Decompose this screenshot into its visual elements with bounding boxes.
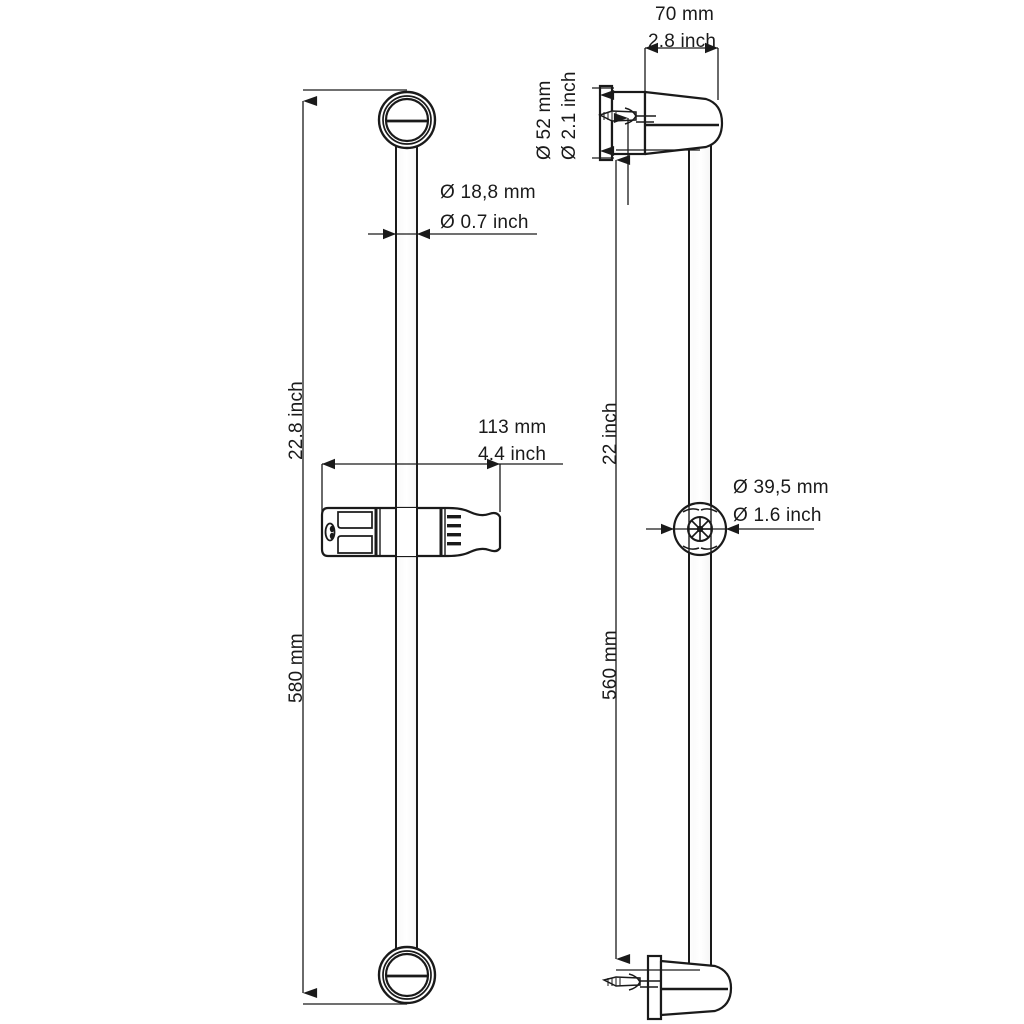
- slider-diameter-label-mm: Ø 39,5 mm: [733, 477, 829, 498]
- bracket-projection-label-mm: 70 mm: [655, 4, 715, 25]
- top-end-cap-front: [377, 90, 437, 150]
- right-overall-length-dimension: [615, 149, 700, 971]
- wall-anchor-screw-bottom: [601, 973, 660, 991]
- slider-width-label-mm: 113 mm: [478, 417, 547, 438]
- left-view-group: [302, 89, 563, 1005]
- slider-width-dimension: [321, 458, 563, 512]
- slider-width-label-inch: 4.4 inch: [478, 444, 547, 465]
- bracket-diameter-label-mm: Ø 52 mm: [534, 80, 555, 160]
- rod-diameter-label-inch: Ø 0.7 inch: [440, 212, 529, 233]
- right-overall-length-label-inch: 22 inch: [600, 402, 621, 465]
- bottom-wall-bracket-side: [601, 954, 733, 1021]
- slider-diameter-label-inch: Ø 1.6 inch: [733, 505, 822, 526]
- right-overall-length-label-mm: 560 mm: [600, 630, 621, 700]
- left-overall-length-label-mm: 580 mm: [286, 633, 307, 703]
- left-overall-length-label-inch: 22.8 inch: [286, 381, 307, 460]
- bottom-end-cap-front: [377, 945, 437, 1005]
- rod-diameter-label-mm: Ø 18,8 mm: [440, 182, 536, 203]
- left-overall-length-dimension: [302, 89, 407, 1005]
- right-view-group: [592, 42, 814, 1021]
- bracket-projection-label-inch: 2.8 inch: [648, 31, 717, 52]
- bracket-diameter-label-inch: Ø 2.1 inch: [559, 71, 580, 160]
- bracket-projection-dimension: [644, 42, 719, 100]
- slider-holder-front: [320, 506, 502, 558]
